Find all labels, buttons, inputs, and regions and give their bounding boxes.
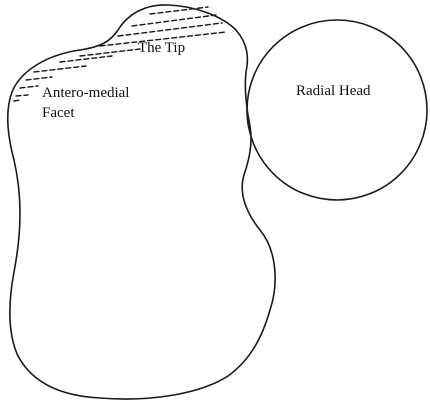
label-radial-head: Radial Head xyxy=(296,83,371,99)
label-the-tip: The Tip xyxy=(138,40,185,56)
coronoid-process-outline xyxy=(8,5,275,399)
radial-head-circle xyxy=(247,20,427,200)
label-facet: Facet xyxy=(42,105,75,121)
label-antero-medial: Antero-medial xyxy=(42,85,129,101)
